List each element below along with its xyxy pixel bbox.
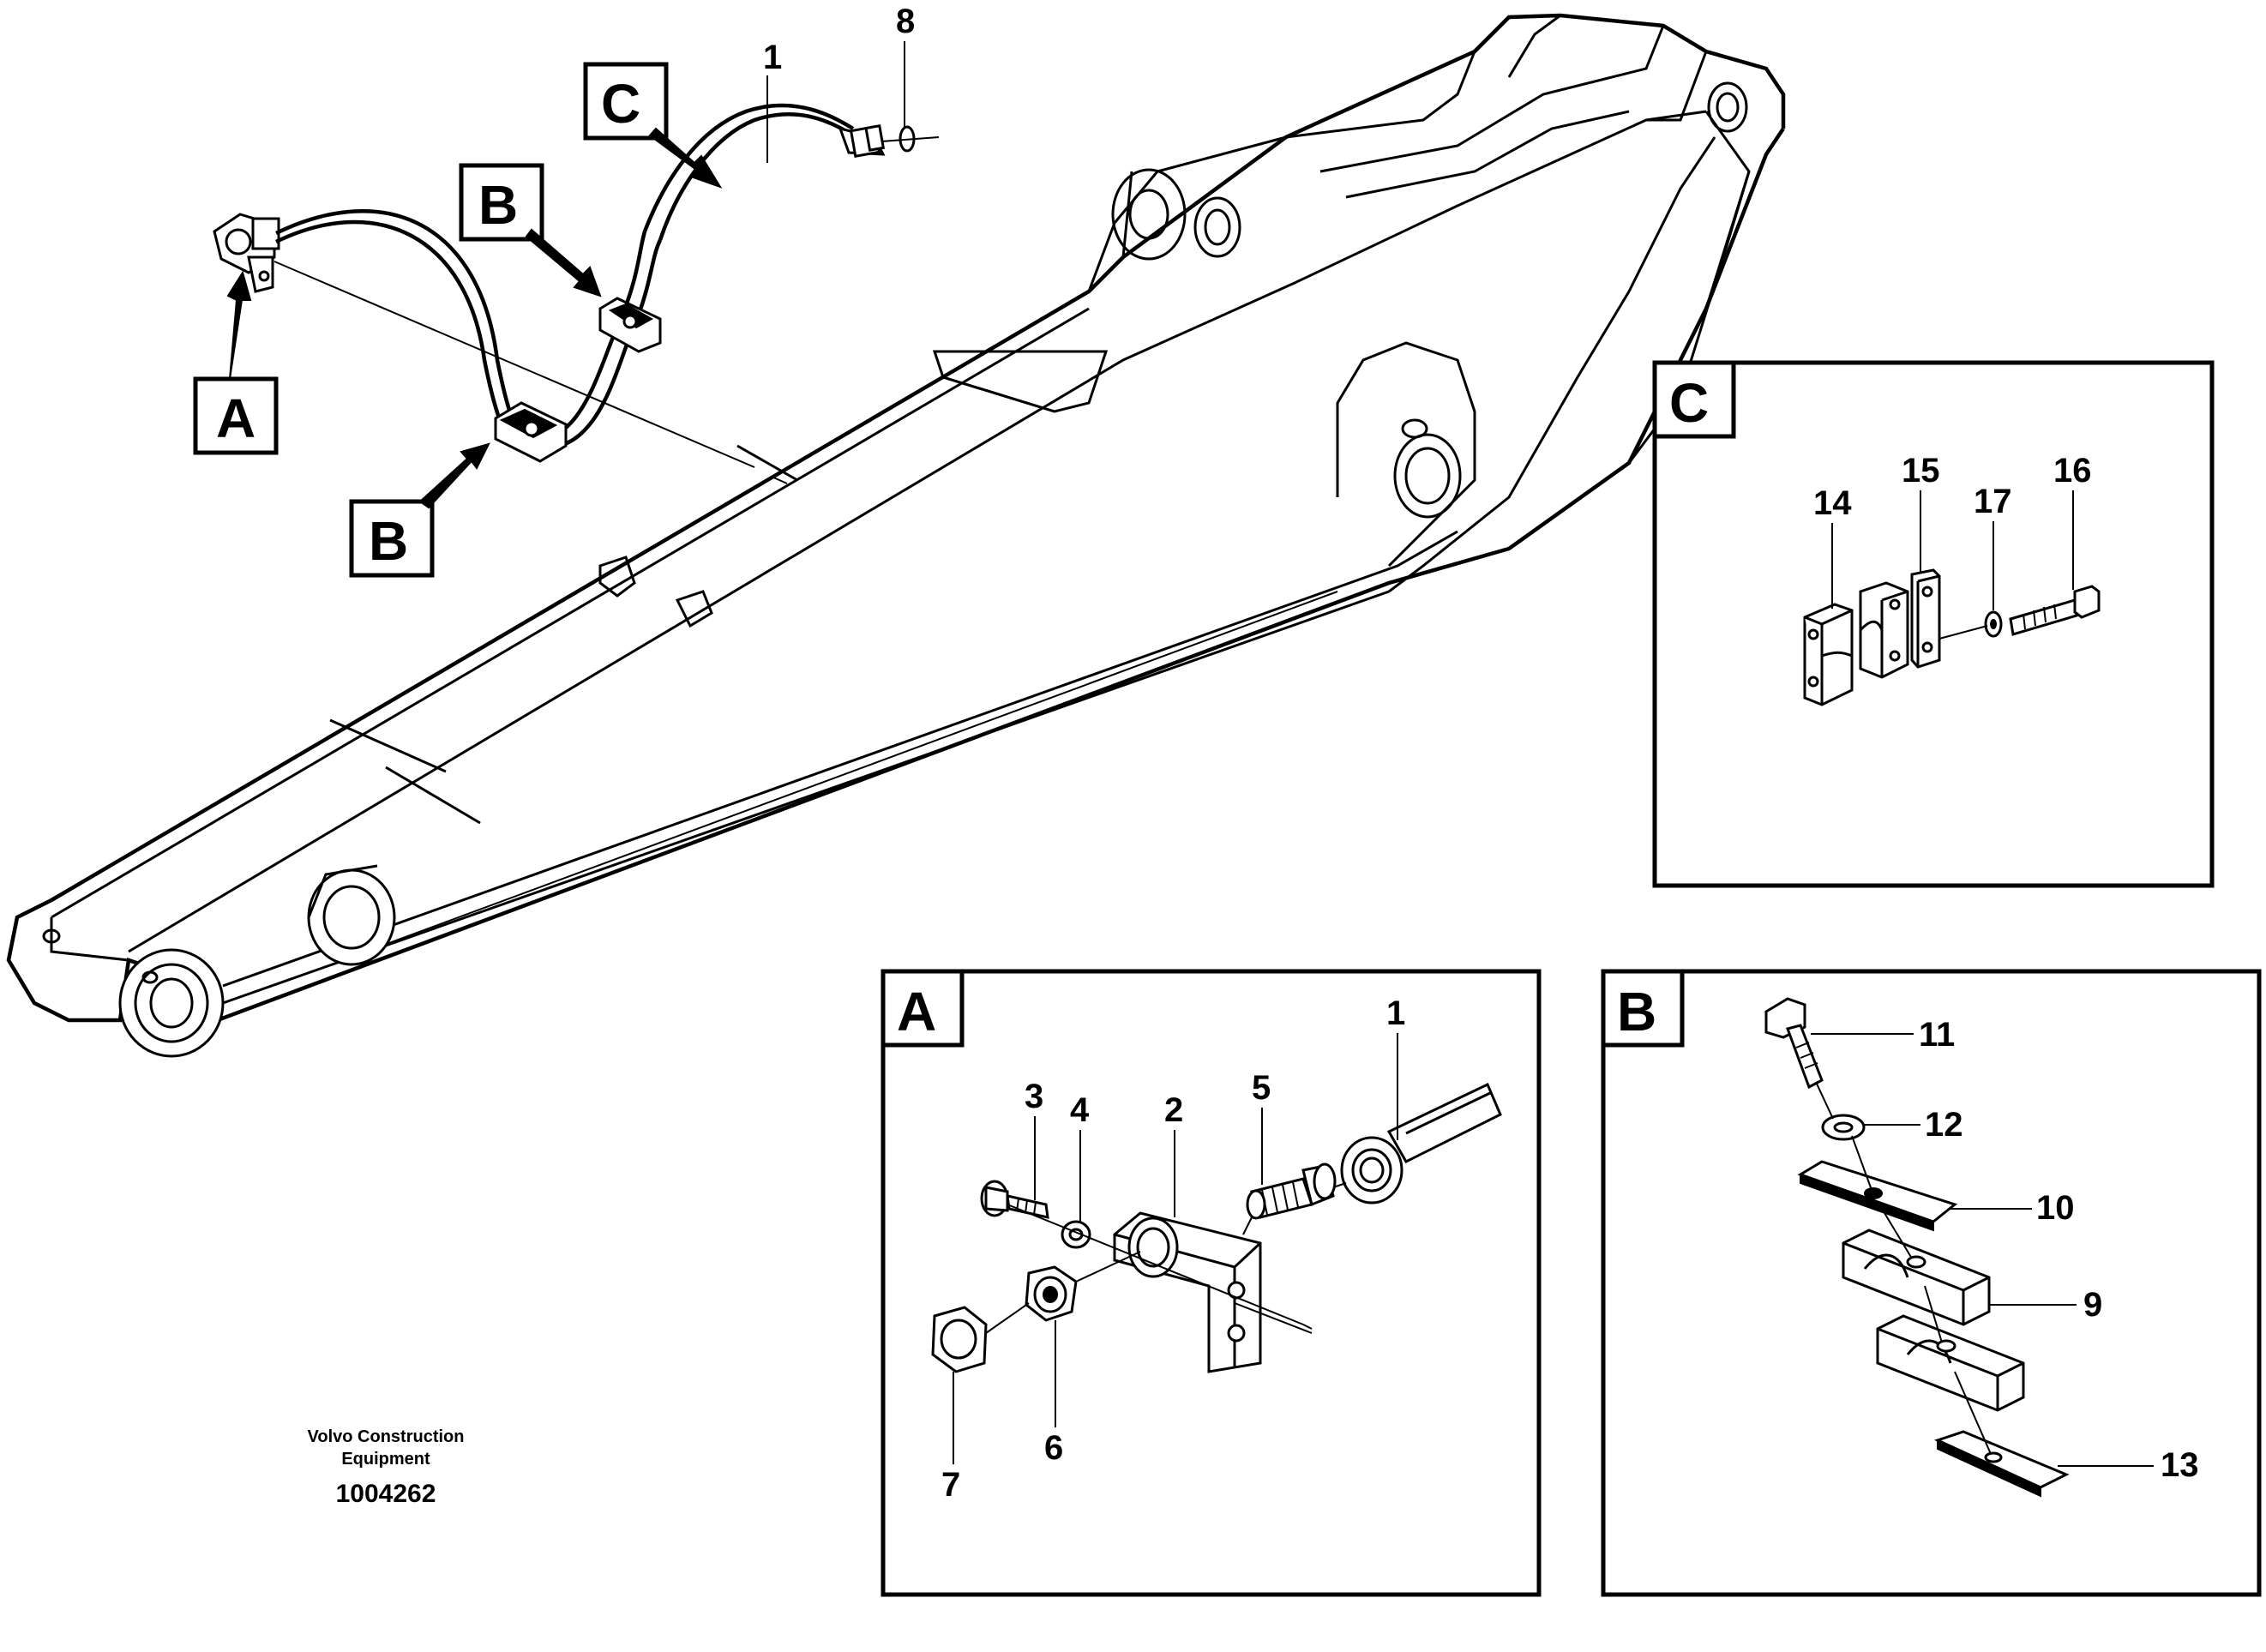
panel-b-title: B — [1617, 981, 1656, 1042]
hose-assembly — [213, 103, 940, 484]
excavator-boom — [6, 13, 1786, 1058]
label-part-5: 5 — [1252, 1069, 1271, 1107]
panel-a-title: A — [897, 981, 936, 1042]
detail-panel-b: B 11 12 — [1601, 969, 2262, 1597]
detail-panel-c: C 14 15 16 17 — [1652, 360, 2215, 888]
callout-a: A — [193, 270, 279, 455]
label-part-13: 13 — [2161, 1446, 2199, 1484]
label-part-12: 12 — [1925, 1106, 1963, 1144]
callout-b-lower: B — [349, 442, 490, 578]
callout-c-label: C — [601, 73, 640, 135]
label-part-8: 8 — [896, 3, 915, 40]
callout-b-lower-label: B — [369, 510, 408, 572]
callout-b-upper-label: B — [478, 174, 518, 236]
label-part-15: 15 — [1902, 452, 1940, 490]
callout-b-upper: B — [459, 163, 602, 297]
callout-c: C — [583, 62, 723, 189]
detail-panel-a: A — [881, 969, 1542, 1597]
label-part-11: 11 — [1919, 1016, 1955, 1054]
credit-block: Volvo Construction Equipment 1004262 — [308, 1427, 465, 1508]
label-part-14: 14 — [1813, 484, 1852, 522]
label-part-17: 17 — [1974, 483, 2012, 520]
label-part-1-main: 1 — [763, 39, 782, 76]
label-part-4: 4 — [1070, 1091, 1090, 1129]
label-part-2: 2 — [1164, 1091, 1183, 1129]
panel-c-title: C — [1669, 372, 1709, 434]
label-part-6: 6 — [1044, 1429, 1063, 1467]
label-part-10: 10 — [2036, 1189, 2075, 1227]
label-part-16: 16 — [2053, 452, 2092, 490]
label-part-7: 7 — [941, 1466, 960, 1504]
drawing-number: 1004262 — [336, 1480, 436, 1508]
label-part-9: 9 — [2083, 1286, 2102, 1324]
callout-a-label: A — [216, 387, 255, 449]
label-part-3: 3 — [1025, 1078, 1043, 1115]
credit-line-1: Volvo Construction — [308, 1427, 465, 1446]
main-labels: 1 8 — [763, 3, 915, 163]
credit-line-2: Equipment — [341, 1450, 430, 1469]
label-part-1-detail: 1 — [1386, 994, 1405, 1032]
